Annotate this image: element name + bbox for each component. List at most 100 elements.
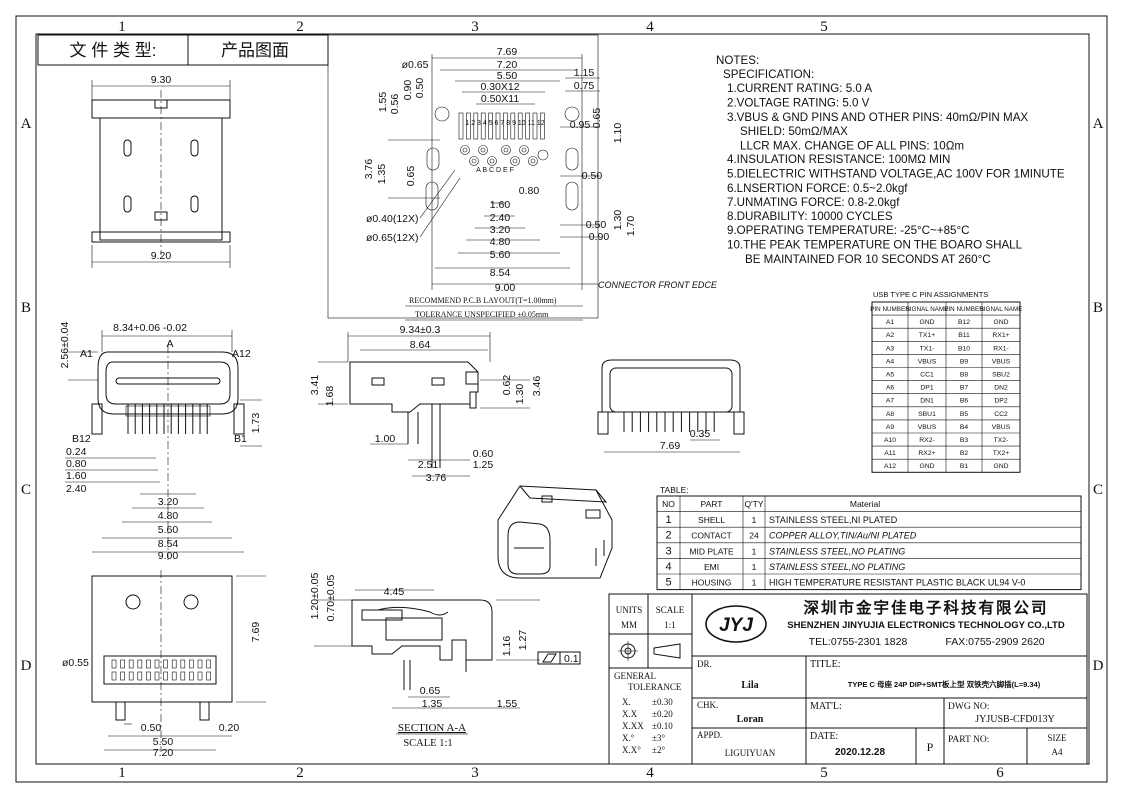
- pcb-dim-090: 0.90: [402, 80, 414, 101]
- top-view-hole-2: [190, 139, 199, 157]
- section-dim-445: 4.45: [384, 586, 405, 598]
- bottom-view: 7.69 ø0.55 0.50 0.20 5.50 7.20: [62, 570, 266, 759]
- pcb-pad: [466, 112, 471, 140]
- bom-header: NO: [662, 499, 675, 509]
- pcb-frame: [327, 34, 599, 319]
- pcb-via: [519, 145, 529, 155]
- pin-table-cell: CC2: [994, 411, 1008, 418]
- pcb-pin-numbers: 1 2 3 4 5 6 7 8 9 10 11 12: [465, 120, 544, 127]
- top-view-body: [99, 117, 223, 241]
- tb-tol-xdeg-value: ±2°: [652, 745, 665, 755]
- front-view: 8.34+0.06 -0.02 A 2.56±0.04 1.73 A1 A12 …: [59, 322, 262, 562]
- bottom-view-pin-lower: [137, 671, 143, 681]
- pin-table-cell: SBU1: [918, 411, 936, 418]
- front-view-section-marker: A: [166, 338, 173, 350]
- zone-top-1: 1: [118, 19, 126, 35]
- pcb-dim-240: 2.40: [490, 212, 511, 224]
- bottom-view-pin-lower: [120, 671, 125, 681]
- note-line-13: BE MAINTAINED FOR 10 SECONDS AT 260°C: [745, 253, 991, 266]
- bom-cell-material: STAINLESS STEEL,NI PLATED: [769, 515, 898, 525]
- pcb-via: [528, 156, 538, 166]
- front-view-dim-173: 1.73: [250, 413, 262, 434]
- pin-table-cell: A8: [886, 411, 895, 418]
- bom-cell: 1: [665, 514, 671, 526]
- front-view-dim-854: 8.54: [158, 538, 179, 550]
- tb-tol-x-label: X.: [622, 697, 631, 707]
- pin-table-header: SIGNAL NAME: [906, 306, 949, 313]
- pin-table-cell: DN2: [994, 385, 1008, 392]
- zone-right-d: D: [1093, 658, 1104, 674]
- pcb-pad-row: [458, 112, 545, 140]
- zone-bottom-6: 6: [996, 765, 1004, 781]
- pcb-via: [501, 145, 511, 155]
- zone-markers: 1 2 3 4 5 1 2 3 4 5 6 A B C D A B C D: [21, 19, 1104, 781]
- pcb-via-drill: [521, 147, 527, 153]
- rear-view-shell: [601, 359, 741, 413]
- tb-size-label: SIZE: [1048, 733, 1068, 743]
- pin-table-cell: A5: [886, 372, 895, 379]
- front-view-dim-240: 2.40: [66, 483, 87, 495]
- zone-top-4: 4: [646, 19, 654, 35]
- tb-dwg-label: DWG NO:: [948, 702, 989, 712]
- section-a-a: 0.1 1.20±0.05 0.70±0.05 4.45 1.27 1.16 0…: [309, 573, 581, 749]
- front-view-dim-480: 4.80: [158, 510, 179, 522]
- bottom-view-pin-field: [103, 655, 217, 685]
- pcb-via-drill: [480, 147, 486, 153]
- title-block: UNITS MM SCALE 1:1 JYJ 深圳市金宇佳电子科技有限公司 SH…: [608, 593, 1088, 765]
- pcb-via: [469, 156, 479, 166]
- pin-table-cell: B3: [960, 437, 969, 444]
- top-view: 9.30 9.20: [91, 74, 231, 268]
- pin-table-header: PIN NUMBER: [870, 306, 910, 313]
- pin-table-cell: B10: [958, 345, 970, 352]
- zone-top-5: 5: [820, 19, 828, 35]
- bottom-view-dim-050: 0.50: [141, 722, 162, 734]
- pcb-slot-left-bottom: [425, 181, 439, 211]
- pin-table-cell: A12: [884, 463, 896, 470]
- tb-tol-xx-label: X.X: [622, 709, 638, 719]
- pin-table-cell: B5: [960, 411, 969, 418]
- pin-table-cell: RX2-: [919, 437, 935, 444]
- pcb-pad: [540, 112, 545, 140]
- bom-cell: SHELL: [698, 515, 725, 525]
- pcb-layout: 7.69 7.20 5.50 0.30X12 0.50X11 1.15 0.75…: [327, 34, 718, 321]
- doc-type-value: 产品图面: [221, 41, 289, 60]
- bottom-view-pin-upper: [146, 659, 151, 669]
- tb-p-label: P: [927, 740, 934, 754]
- tb-appd-value: LIGUIYUAN: [725, 748, 776, 758]
- pcb-mount-hole-right: [564, 106, 580, 122]
- bom-cell: 1: [752, 562, 757, 572]
- pin-table-cell: GND: [919, 319, 934, 326]
- pin-table-cell: VBUS: [918, 424, 937, 431]
- bottom-view-pin-lower: [189, 671, 194, 681]
- pin-table-cell: B6: [960, 398, 969, 405]
- doc-type-label: 文 件 类 型:: [70, 41, 157, 60]
- note-line-11: 9.OPERATING TEMPERATURE: -25°C~+85°C: [727, 224, 970, 237]
- zone-bottom-2: 2: [296, 765, 304, 781]
- pin-table-cell: A10: [884, 437, 896, 444]
- zone-bottom-5: 5: [820, 765, 828, 781]
- bom-cell: CONTACT: [691, 531, 731, 541]
- pcb-dim-900: 9.00: [495, 282, 516, 294]
- bom-header: PART: [701, 499, 723, 509]
- pcb-via: [510, 156, 520, 166]
- zone-bottom-1: 1: [118, 765, 126, 781]
- pcb-dim-phi065: ø0.65: [402, 59, 429, 71]
- bottom-view-dim-550: 5.50: [153, 736, 174, 748]
- company-name-cn: 深圳市金宇佳电子科技有限公司: [803, 598, 1048, 617]
- pin-table-cell: A1: [886, 319, 895, 326]
- front-view-dim-080: 0.80: [66, 458, 87, 470]
- pin-table-cell: A9: [886, 424, 895, 431]
- side-view-dim-376: 3.76: [426, 472, 447, 484]
- side-view-dim-062: 0.62: [501, 375, 513, 396]
- front-view-label-a12: A12: [232, 348, 251, 360]
- rear-view-dim-035: 0.35: [690, 428, 711, 440]
- pin-table-cell: B1: [960, 463, 969, 470]
- pcb-lower-pin-labels: A B C D E F: [476, 167, 514, 174]
- tb-size-value: A4: [1052, 747, 1063, 757]
- bottom-view-pin-lower: [146, 671, 151, 681]
- note-line-7: 5.DIELECTRIC WITHSTAND VOLTAGE,AC 100V F…: [727, 168, 1065, 181]
- zone-bottom-4: 4: [646, 765, 654, 781]
- tb-dwg-value: JYJUSB-CFD013Y: [975, 714, 1054, 725]
- pcb-dim-030x12: 0.30X12: [480, 81, 519, 93]
